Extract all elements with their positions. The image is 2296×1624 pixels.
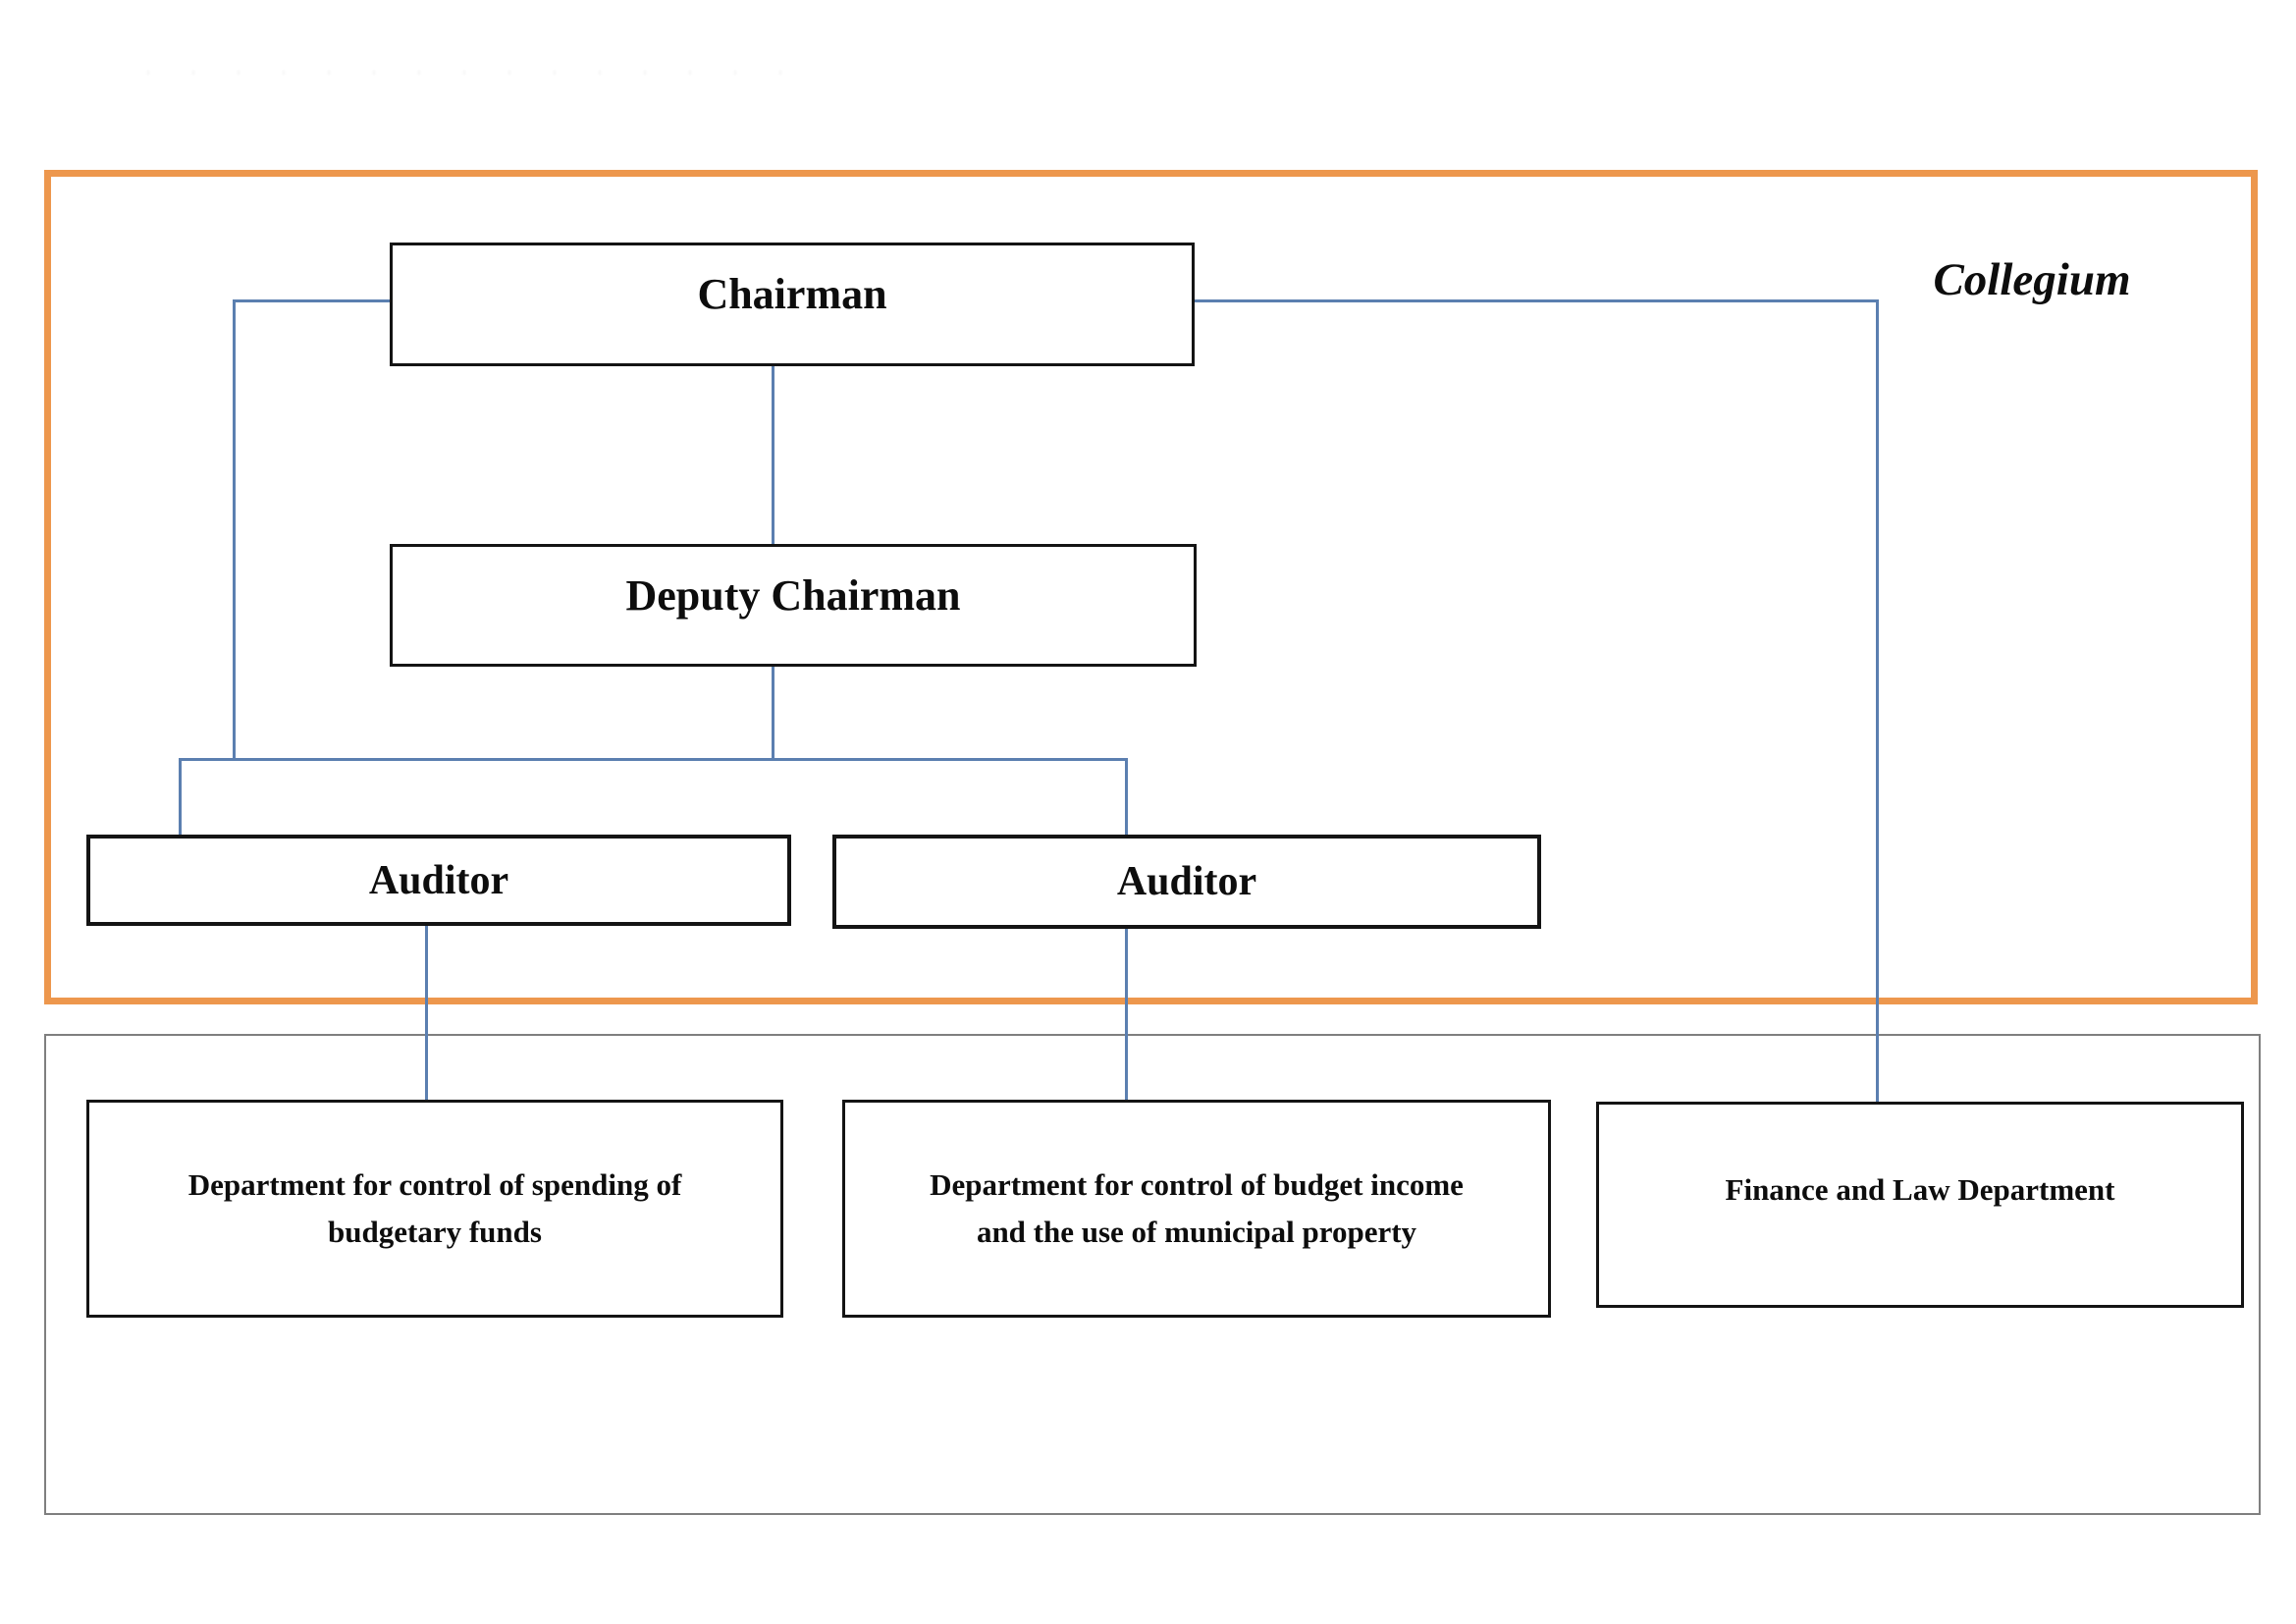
dept-income-node: Department for control of budget income … [842, 1100, 1551, 1318]
connector-deputy-to-bus [772, 667, 774, 761]
connector-auditor-right-to-dept-income [1125, 929, 1128, 1100]
collegium-frame [44, 170, 2258, 1004]
dept-spending-node: Department for control of spending of bu… [86, 1100, 783, 1318]
connector-drop-to-auditor-right [1125, 758, 1128, 835]
connector-auditors-bus-horizontal [179, 758, 1128, 761]
connector-chairman-to-deputy [772, 366, 774, 544]
auditor-right-label: Auditor [1116, 859, 1257, 904]
auditor-left-label: Auditor [368, 857, 509, 903]
deputy-chairman-label: Deputy Chairman [625, 571, 961, 620]
deputy-chairman-node: Deputy Chairman [390, 544, 1197, 667]
connector-chairman-right-horizontal [1195, 299, 1879, 302]
connector-auditor-left-to-dept-spending [425, 926, 428, 1100]
dept-finance-law-label: Finance and Law Department [1725, 1171, 2115, 1207]
auditor-right-node: Auditor [832, 835, 1541, 929]
dept-income-label: Department for control of budget income … [930, 1166, 1464, 1249]
faded-print-artifact [147, 71, 815, 75]
collegium-label: Collegium [1933, 254, 2131, 305]
chairman-node: Chairman [390, 243, 1195, 366]
chairman-label: Chairman [697, 269, 887, 318]
connector-chairman-to-finance-law-vertical [1876, 299, 1879, 1102]
connector-chairman-left-horizontal [233, 299, 390, 302]
dept-spending-label: Department for control of spending of bu… [187, 1166, 682, 1249]
dept-finance-law-node: Finance and Law Department [1596, 1102, 2244, 1308]
staff-container-frame [44, 1034, 2261, 1515]
auditor-left-node: Auditor [86, 835, 791, 926]
connector-drop-to-auditor-left [179, 758, 182, 835]
connector-chairman-to-auditors-vertical [233, 299, 236, 761]
